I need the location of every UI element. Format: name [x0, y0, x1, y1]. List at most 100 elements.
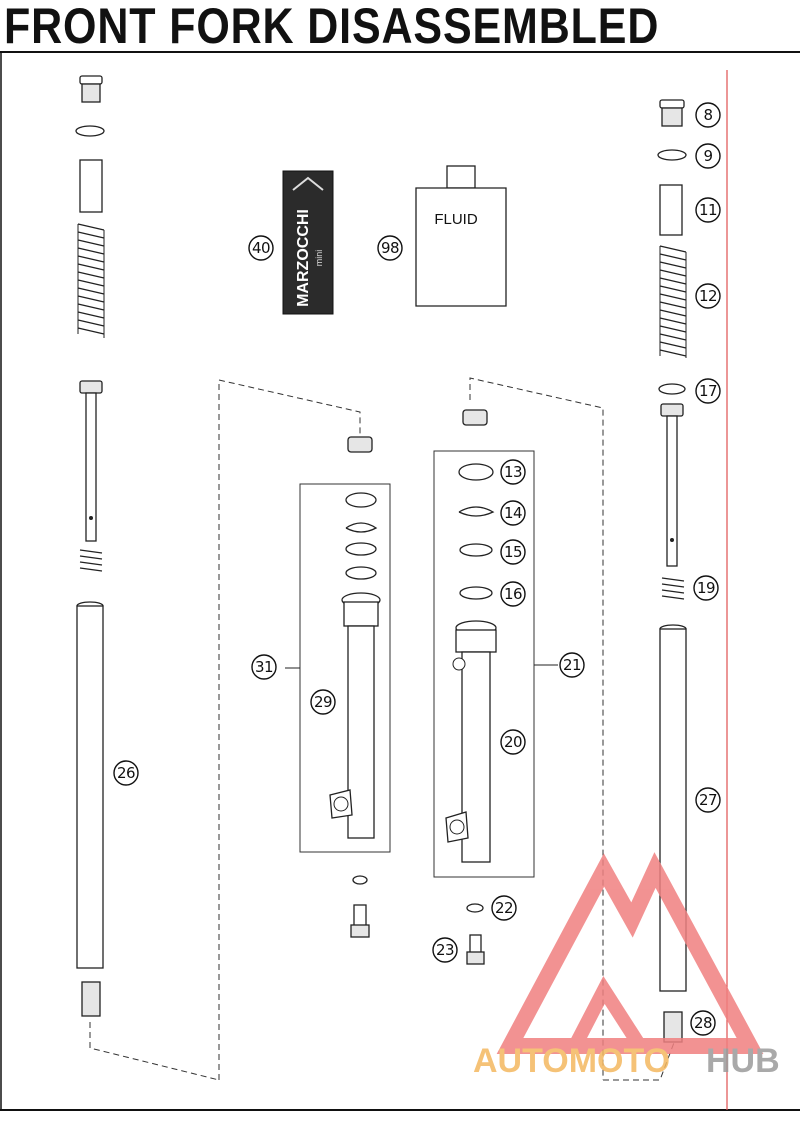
- right-bolt-head: [466, 951, 485, 965]
- left-cap-top: [79, 75, 103, 85]
- callout-27: 27: [695, 787, 721, 813]
- svg-text:20: 20: [504, 733, 522, 751]
- page-title: FRONT FORK DISASSEMBLED: [4, 0, 660, 54]
- watermark-text-1: AUTOMOTO: [473, 1042, 670, 1080]
- callout-15: 15: [500, 539, 526, 565]
- right-small-spring: [661, 577, 685, 600]
- svg-text:17: 17: [699, 382, 717, 400]
- svg-text:22: 22: [495, 899, 513, 917]
- decal-logo-icon: [292, 176, 324, 191]
- callout-16: 16: [500, 581, 526, 607]
- svg-text:31: 31: [255, 658, 273, 676]
- left-clip: [345, 522, 378, 533]
- right-cap-body: [661, 107, 683, 127]
- cartridge-left: [89, 379, 391, 1081]
- callout-26: 26: [113, 760, 139, 786]
- decal-subtext: mini: [314, 250, 324, 267]
- svg-text:27: 27: [699, 791, 717, 809]
- right-spacer: [659, 184, 683, 236]
- svg-text:13: 13: [504, 463, 522, 481]
- callout-29: 29: [310, 689, 336, 715]
- watermark-text-2: HUB: [706, 1042, 780, 1080]
- right-spring: [659, 245, 687, 357]
- left-fork-leg: [75, 75, 105, 1017]
- svg-text:15: 15: [504, 543, 522, 561]
- svg-text:40: 40: [252, 239, 270, 257]
- left-washer: [352, 875, 368, 885]
- automotohub-watermark: AUTOMOTO HUB: [473, 852, 780, 1080]
- bottle-body: [415, 187, 507, 307]
- left-slider-tube: [347, 625, 375, 839]
- svg-text:98: 98: [381, 239, 399, 257]
- callout-98: 98: [377, 235, 403, 261]
- top-bushing-right: [462, 409, 488, 426]
- svg-text:26: 26: [117, 764, 135, 782]
- left-ring-b: [345, 566, 377, 580]
- left-cap-body: [81, 83, 101, 103]
- callout-17: 17: [695, 378, 721, 404]
- right-bottom-plug: [663, 1011, 683, 1043]
- svg-text:8: 8: [703, 106, 712, 124]
- right-seal: [458, 463, 494, 481]
- callout-9: 9: [695, 143, 721, 169]
- right-ring-17: [658, 383, 686, 395]
- fluid-label: FLUID: [434, 211, 478, 228]
- callout-19: 19: [693, 575, 719, 601]
- decal-text: MARZOCCHI: [295, 209, 312, 307]
- svg-text:16: 16: [504, 585, 522, 603]
- right-rod-head: [660, 403, 684, 417]
- left-tube-head: [343, 601, 379, 627]
- bottle-cap: [446, 165, 476, 189]
- cartridge-right: [433, 377, 676, 1081]
- right-tube-head: [455, 629, 497, 653]
- svg-text:21: 21: [563, 656, 581, 674]
- decal-group: MARZOCCHI mini: [282, 170, 334, 315]
- svg-text:23: 23: [436, 941, 454, 959]
- callout-14: 14: [500, 500, 526, 526]
- right-washer: [466, 903, 484, 913]
- left-bolt-head: [350, 924, 370, 938]
- left-rod-head: [79, 380, 103, 394]
- svg-text:9: 9: [703, 147, 712, 165]
- right-o-ring: [657, 149, 687, 161]
- cartridge-frame-right: [433, 450, 535, 878]
- right-ring-b: [459, 586, 493, 600]
- dash-line-right: [469, 377, 604, 1080]
- left-seal: [345, 492, 377, 508]
- left-damper-rod: [85, 392, 97, 542]
- callout-40: 40: [248, 235, 274, 261]
- callout-21: 21: [559, 652, 585, 678]
- callout-28: 28: [690, 1010, 716, 1036]
- left-ring-a: [345, 542, 377, 556]
- svg-text:28: 28: [694, 1014, 712, 1032]
- callout-8: 8: [695, 102, 721, 128]
- svg-text:14: 14: [504, 504, 522, 522]
- dash-line-left: [218, 379, 361, 1080]
- callout-20: 20: [500, 729, 526, 755]
- svg-text:19: 19: [697, 579, 715, 597]
- left-bottom-plug: [81, 981, 101, 1017]
- left-spring: [77, 223, 105, 338]
- marzocchi-decal: [282, 170, 334, 315]
- left-small-spring: [79, 549, 103, 572]
- callout-12: 12: [695, 283, 721, 309]
- left-fork-tube: [76, 605, 104, 969]
- callout-11: 11: [695, 197, 721, 223]
- watermark-logo-icon: [496, 852, 764, 1054]
- left-o-ring: [75, 125, 105, 137]
- right-clip: [458, 506, 495, 517]
- svg-text:11: 11: [699, 201, 717, 219]
- svg-text:29: 29: [314, 693, 332, 711]
- right-cap-top: [659, 99, 685, 109]
- left-spacer: [79, 159, 103, 213]
- callout-13: 13: [500, 459, 526, 485]
- callout-22: 22: [491, 895, 517, 921]
- right-damper-rod: [666, 415, 678, 567]
- callout-23: 23: [432, 937, 458, 963]
- callout-31: 31: [251, 654, 277, 680]
- top-bushing-left: [347, 436, 373, 453]
- right-ring-a: [459, 543, 493, 557]
- fluid-bottle: FLUID: [415, 165, 507, 307]
- svg-text:12: 12: [699, 287, 717, 305]
